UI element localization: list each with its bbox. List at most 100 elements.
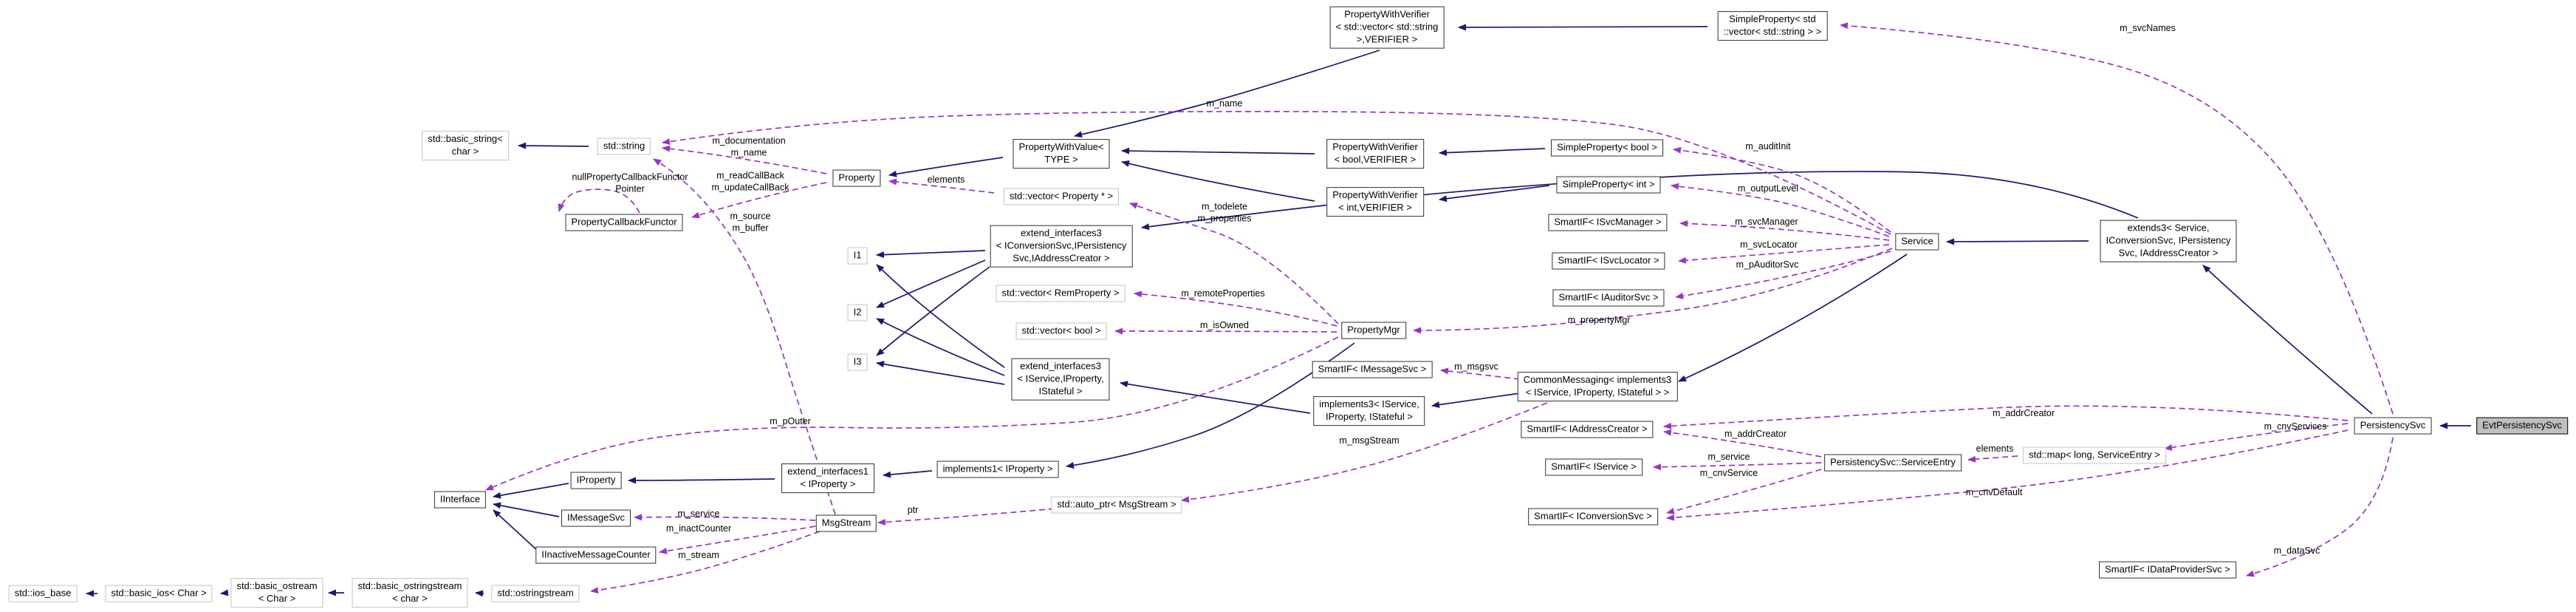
edge-m-pauditorsvc xyxy=(1675,251,1891,299)
edge-m-outputlevel xyxy=(1671,183,1890,237)
node-std-string[interactable]: std::string xyxy=(597,137,651,155)
node-property-with-value[interactable]: PropertyWithValue< TYPE > xyxy=(1013,139,1110,169)
edge-label-m-auditinit: m_auditInit xyxy=(1745,141,1791,152)
node-std-vector-remproperty[interactable]: std::vector< RemProperty > xyxy=(996,285,1126,302)
node-std-vector-property[interactable]: std::vector< Property * > xyxy=(1003,188,1120,205)
node-implements3[interactable]: implements3< IService, IProperty, IState… xyxy=(1313,396,1425,426)
node-smartif-isvclocator[interactable]: SmartIF< ISvcLocator > xyxy=(1552,252,1665,270)
node-smartif-iservice[interactable]: SmartIF< IService > xyxy=(1545,458,1642,476)
node-extend-interfaces3-conv[interactable]: extend_interfaces3 < IConversionSvc,IPer… xyxy=(990,225,1133,268)
node-extends3[interactable]: extends3< Service, IConversionSvc, IPers… xyxy=(2100,220,2237,262)
edge-m-inactcounter xyxy=(659,526,816,554)
node-i3[interactable]: I3 xyxy=(847,353,868,371)
node-smartif-iauditorsvc[interactable]: SmartIF< IAuditorSvc > xyxy=(1552,289,1665,307)
node-std-basic-ostringstream[interactable]: std::basic_ostringstream < char > xyxy=(352,578,468,608)
edge-label-m-datasvc: m_dataSvc xyxy=(2273,545,2320,557)
node-smartif-iaddresscreator[interactable]: SmartIF< IAddressCreator > xyxy=(1521,421,1654,438)
edge-implements1-to-extend-interfaces1 xyxy=(883,470,933,478)
node-std-ostringstream[interactable]: std::ostringstream xyxy=(491,585,580,602)
node-persistencysvc[interactable]: PersistencySvc xyxy=(2354,417,2432,435)
node-smartif-iconversionsvc[interactable]: SmartIF< IConversionSvc > xyxy=(1528,508,1658,526)
edge-label-m-addrcreator-persistencysvc: m_addrCreator xyxy=(1992,408,2055,419)
edge-m-datasvc xyxy=(2246,437,2394,577)
node-std-basic-string[interactable]: std::basic_string< char > xyxy=(422,131,509,160)
edge-label-m-msgsvc: m_msgsvc xyxy=(1454,361,1498,373)
edge-label-m-svcnames: m_svcNames xyxy=(2120,23,2176,34)
node-i1[interactable]: I1 xyxy=(847,247,868,265)
edge-pwv-vec-to-propertywithvalue xyxy=(1074,50,1380,138)
node-extend-interfaces3-svc[interactable]: extend_interfaces3 < IService,IProperty,… xyxy=(1011,358,1110,401)
edge-commonmessaging-to-implements3 xyxy=(1431,392,1521,409)
edge-label-elements-vector-property: elements xyxy=(927,174,965,186)
edge-label-m-cnvservices: m_cnvServices xyxy=(2264,421,2327,432)
edge-label-m-service-serviceentry: m_service xyxy=(1707,452,1750,463)
node-smartif-imessagesvc[interactable]: SmartIF< IMessageSvc > xyxy=(1312,361,1433,378)
node-extend-interfaces1[interactable]: extend_interfaces1 < IProperty > xyxy=(781,463,874,493)
node-std-basic-ostream[interactable]: std::basic_ostream < Char > xyxy=(230,578,323,608)
node-implements1[interactable]: implements1< IProperty > xyxy=(936,460,1059,478)
node-smartif-isvcmanager[interactable]: SmartIF< ISvcManager > xyxy=(1548,214,1668,231)
node-std-vector-bool[interactable]: std::vector< bool > xyxy=(1015,322,1107,340)
edge-implements3-to-extend-interfaces3-svc xyxy=(1120,381,1311,414)
node-imessagesvc[interactable]: IMessageSvc xyxy=(561,509,631,527)
edge-basic-ostream-to-basic-ios xyxy=(220,589,229,596)
edge-m-pouter xyxy=(485,336,1339,491)
node-evtpersistencysvc[interactable]: EvtPersistencySvc xyxy=(2476,417,2568,435)
node-simpleproperty-bool[interactable]: SimpleProperty< bool > xyxy=(1551,139,1663,157)
edge-nullpropertycallbackfunctorpointer xyxy=(558,188,640,214)
edge-m-addrcreator-persistencysvc xyxy=(1663,405,2349,429)
edge-m-isowned xyxy=(1114,327,1337,335)
node-i2[interactable]: I2 xyxy=(847,304,868,322)
edge-simpleproperty-int-to-pwv-int xyxy=(1439,185,1550,203)
node-simpleproperty-vec-string[interactable]: SimpleProperty< std ::vector< std::strin… xyxy=(1717,11,1828,41)
node-std-basic-ios[interactable]: std::basic_ios< Char > xyxy=(105,585,213,602)
edge-ei3-conv-to-i2 xyxy=(876,259,986,308)
edge-imessagesvc-to-iinterface xyxy=(493,502,560,517)
node-propertymgr[interactable]: PropertyMgr xyxy=(1341,322,1406,339)
edge-elements-map xyxy=(1967,455,2018,463)
edge-extend-interfaces1-to-iproperty xyxy=(628,477,775,484)
node-simpleproperty-int[interactable]: SimpleProperty< int > xyxy=(1556,176,1661,194)
node-pwv-bool[interactable]: PropertyWithVerifier < bool,VERIFIER > xyxy=(1326,139,1424,169)
edge-label-m-name-service: m_name xyxy=(1206,98,1243,109)
edge-iproperty-to-iinterface xyxy=(493,483,569,499)
node-std-ios-base[interactable]: std::ios_base xyxy=(8,585,78,602)
node-iinactivemessagecounter[interactable]: IInactiveMessageCounter xyxy=(535,546,657,564)
node-service[interactable]: Service xyxy=(1895,233,1939,251)
edge-label-m-isowned: m_isOwned xyxy=(1200,320,1249,331)
node-std-auto-ptr-msgstream[interactable]: std::auto_ptr< MsgStream > xyxy=(1051,496,1182,514)
edge-pwv-int-to-propertywithvalue xyxy=(1121,160,1315,202)
edge-m-service-serviceentry xyxy=(1653,462,1822,471)
edge-ei3-conv-to-i3 xyxy=(876,266,990,356)
edge-m-msgsvc xyxy=(1440,367,1521,380)
edge-ei3-svc-to-i3 xyxy=(876,361,1005,385)
edge-m-svclocator xyxy=(1678,244,1890,264)
edge-label-m-todelete-m-properties: m_todelete m_properties xyxy=(1197,201,1252,223)
edge-ei3-svc-to-i2 xyxy=(876,318,1005,376)
edge-label-m-pouter: m_pOuter xyxy=(770,416,811,427)
node-pwv-int[interactable]: PropertyWithVerifier < int,VERIFIER > xyxy=(1326,187,1424,217)
edge-ptr xyxy=(877,507,1065,526)
edge-label-nullpropertycallbackfunctorpointer: nullPropertyCallbackFunctor Pointer xyxy=(572,171,688,194)
edge-label-m-cnvdefault: m_cnvDefault xyxy=(1965,487,2023,498)
edge-label-m-remoteproperties: m_remoteProperties xyxy=(1181,288,1265,299)
edge-m-readcallback-m-updatecallback xyxy=(691,182,827,219)
edge-label-m-pauditorsvc: m_pAuditorSvc xyxy=(1736,259,1799,271)
node-iinterface[interactable]: IInterface xyxy=(434,491,487,509)
edge-m-svcnames xyxy=(1840,22,2394,415)
node-smartif-idataprovidersvc[interactable]: SmartIF< IDataProviderSvc > xyxy=(2099,561,2236,579)
edge-label-elements-map: elements xyxy=(1976,443,2014,455)
node-iproperty[interactable]: IProperty xyxy=(570,472,622,489)
node-persistencysvc-serviceentry[interactable]: PersistencySvc::ServiceEntry xyxy=(1824,454,1962,472)
edge-m-cnvdefault xyxy=(1666,429,2349,521)
node-msgstream[interactable]: MsgStream xyxy=(815,514,877,532)
node-property-callback-functor[interactable]: PropertyCallbackFunctor xyxy=(565,214,683,231)
edge-propertymgr-to-implements1 xyxy=(1066,342,1355,469)
node-std-map-serviceentry[interactable]: std::map< long, ServiceEntry > xyxy=(2023,446,2166,464)
edge-propertywithvalue-to-property xyxy=(888,157,1004,177)
node-pwv-vec-string[interactable]: PropertyWithVerifier < std::vector< std:… xyxy=(1329,6,1445,49)
node-property[interactable]: Property xyxy=(832,169,881,187)
node-commonmessaging[interactable]: CommonMessaging< implements3 < IService,… xyxy=(1517,372,1678,401)
